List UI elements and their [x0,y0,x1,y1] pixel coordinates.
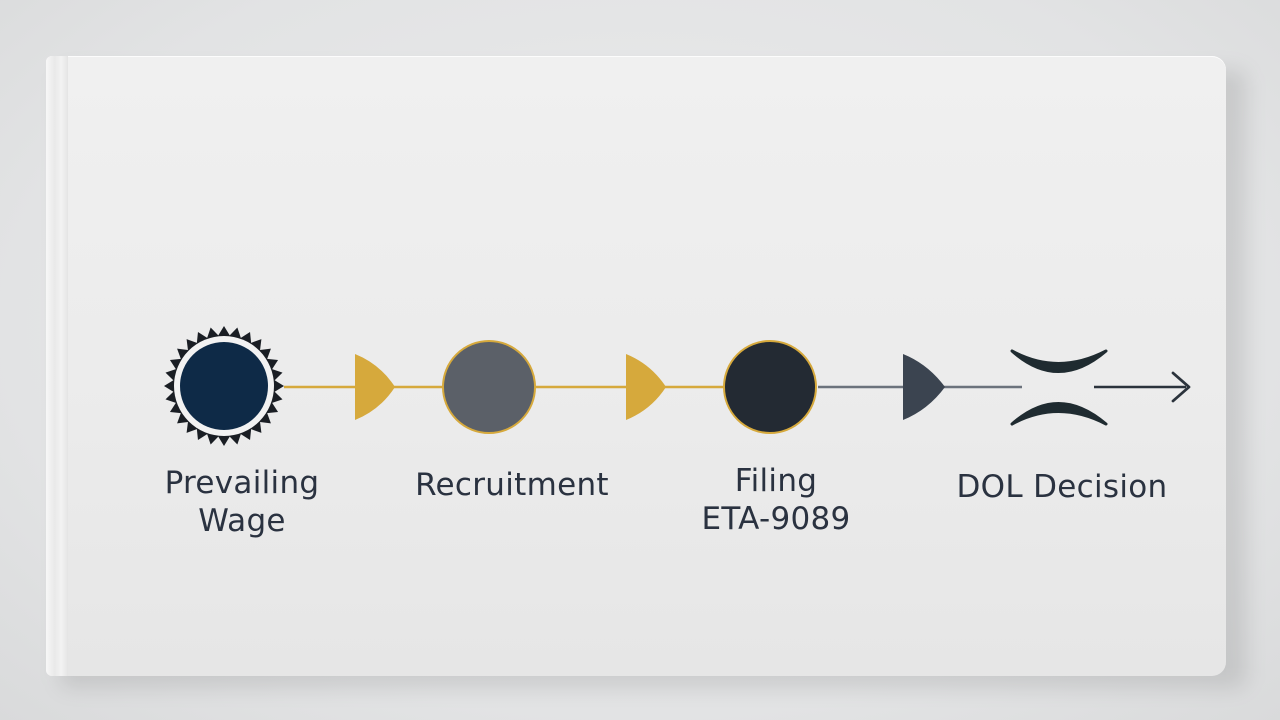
split-arcs-icon [1010,349,1108,426]
arrowhead-3-icon [903,354,945,420]
step-1-label: Prevailing Wage [140,464,344,540]
step-2-disc [442,340,536,434]
step-1-disc [180,342,268,430]
step-3-label-line1: Filing [734,463,818,499]
step-4-label-line1: DOL Decision [956,469,1168,505]
step-1-label-line1: Prevailing [164,465,320,501]
step-2-label: Recruitment [392,466,632,504]
step-3-label: Filing ETA-9089 [670,462,882,538]
final-arrow-head-icon [1171,371,1191,403]
step-1-label-line2: Wage [198,503,286,539]
step-3-disc [723,340,817,434]
step-4-label: DOL Decision [944,468,1180,506]
step-3-label-line2: ETA-9089 [701,501,851,537]
arrowhead-2-icon [626,354,666,420]
card-spine [46,56,68,676]
step-2-label-line1: Recruitment [415,467,609,503]
arrowhead-1-icon [355,354,395,420]
